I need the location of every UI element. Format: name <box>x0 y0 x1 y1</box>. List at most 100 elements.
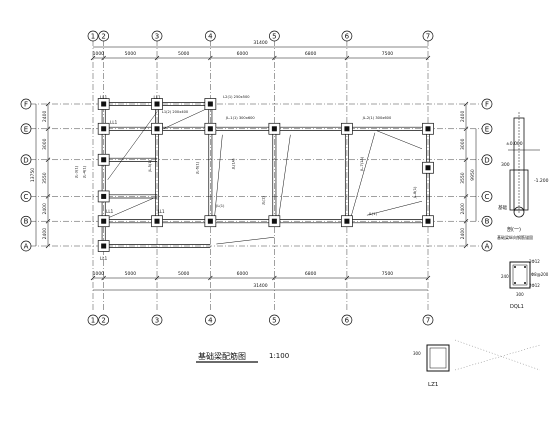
dimension-tick <box>463 218 469 224</box>
gql-text-4: 240 <box>501 274 509 279</box>
axis-bubble-label: 5 <box>272 317 276 325</box>
beam-label: JL-2(1) 300x600 <box>362 116 392 120</box>
dimension-tick <box>425 55 431 61</box>
axis-bubble-4 <box>205 314 216 326</box>
gql-outline <box>509 261 531 289</box>
dimension-text: 5000 <box>178 271 190 277</box>
beam-label: JL-7(1A) <box>360 156 364 172</box>
axis-bubble-label: C <box>24 193 29 201</box>
axis-bubble-label: 6 <box>345 317 350 325</box>
column <box>425 126 431 132</box>
beam-label: JL-5(1) <box>148 159 152 172</box>
dimension-text: 2400 <box>42 111 48 123</box>
column-detail-dim: 300 <box>413 351 421 356</box>
section-label-1: ±0.000 <box>506 141 523 147</box>
reinforcement-leader <box>107 111 158 180</box>
column <box>154 126 160 132</box>
dimension-text: 6000 <box>237 51 249 57</box>
axis-bubble-label: 2 <box>101 317 105 325</box>
dimension-tick <box>90 55 96 61</box>
dimension-text: 6800 <box>305 51 317 57</box>
column <box>101 243 107 249</box>
column-detail-outline <box>426 344 450 372</box>
axis-bubble-label: 7 <box>426 317 430 325</box>
overall-dimension-text: 31400 <box>253 283 267 289</box>
section-label-3: 300 <box>501 162 510 168</box>
reinforcement-leader <box>214 134 223 220</box>
reinforcement-leader <box>278 134 291 220</box>
axis-bubble-F <box>481 98 493 110</box>
dimension-tick <box>45 101 51 107</box>
axis-bubble-6 <box>341 30 353 42</box>
dimension-text: 5000 <box>125 51 137 57</box>
dimension-text: 6800 <box>305 271 317 277</box>
axis-bubble-label: 5 <box>272 33 276 41</box>
dimension-tick <box>45 218 51 224</box>
dimension-text: 2400 <box>460 228 466 240</box>
beam-tag: LL1 <box>100 95 107 100</box>
axis-bubble-label: B <box>24 218 29 226</box>
gql-bar <box>524 282 526 284</box>
column-layer <box>97 98 434 252</box>
dimension-tick <box>463 126 469 132</box>
beam-label: JL(1) <box>261 196 265 206</box>
dimension-tick <box>45 243 51 249</box>
axis-bubble-A <box>20 240 32 252</box>
gql-label: DQL1 <box>510 304 524 310</box>
axis-bubble-E <box>20 123 32 135</box>
axis-bubble-B <box>20 215 32 227</box>
axis-bubble-label: D <box>484 156 489 164</box>
axis-bubble-2 <box>98 314 110 326</box>
dimension-tick <box>344 55 350 61</box>
dimension-tick <box>463 243 469 249</box>
axis-bubble-7 <box>422 30 434 42</box>
overall-dimension-text: 13750 <box>30 168 36 182</box>
axis-bubble-label: A <box>485 243 490 251</box>
section-detail: ±0.000 -1.200 300 基础 剖(一) 基础梁纵向钢筋锚固 <box>497 112 549 240</box>
section-title: 剖(一) <box>507 226 521 233</box>
axis-bubble-label: 3 <box>155 33 159 41</box>
axis-bubble-C <box>20 191 32 202</box>
axis-bubble-A <box>481 240 493 252</box>
dimension-text: 2400 <box>42 228 48 240</box>
beam-label: JL-8(1) <box>413 186 417 199</box>
dimension-text: 7500 <box>382 271 394 277</box>
column-detail: LZ1 300 <box>413 339 541 388</box>
column-detail-hatch <box>454 344 541 371</box>
plan-scale: 1:100 <box>269 352 289 360</box>
dimension-text: 1000 <box>93 271 105 277</box>
column <box>101 193 107 199</box>
dimension-tick <box>463 194 469 199</box>
reinforcement-leader <box>376 130 423 150</box>
axis-bubble-label: F <box>24 101 28 109</box>
dimension-text: 1000 <box>93 51 105 57</box>
dimension-tick <box>208 55 213 61</box>
dimension-text: 2400 <box>460 111 466 123</box>
axis-bubble-B <box>481 215 493 227</box>
column <box>344 126 350 132</box>
beam-label: JL(1A) <box>231 158 235 170</box>
dimension-tick <box>425 275 431 281</box>
section-label-4: 基础 <box>498 204 507 211</box>
axis-bubble-E <box>481 123 493 135</box>
reinforcement-leader <box>109 198 154 218</box>
overall-dimension-text: 31400 <box>253 40 267 46</box>
column <box>101 218 107 224</box>
section-label-2: -1.200 <box>534 178 549 184</box>
beam-tag: LL1 <box>100 256 107 261</box>
column <box>271 126 277 132</box>
section-marker <box>513 206 525 218</box>
axis-bubble-5 <box>269 314 280 326</box>
column <box>271 218 277 224</box>
axis-bubble-D <box>481 154 493 166</box>
gql-bar <box>524 266 526 268</box>
dimension-text: 5000 <box>125 271 137 277</box>
dimension-text: 3550 <box>42 172 48 184</box>
axis-bubble-label: 1 <box>91 317 95 325</box>
beam-label: JL-3(1) <box>75 165 79 178</box>
dimension-text: 2400 <box>42 203 48 215</box>
